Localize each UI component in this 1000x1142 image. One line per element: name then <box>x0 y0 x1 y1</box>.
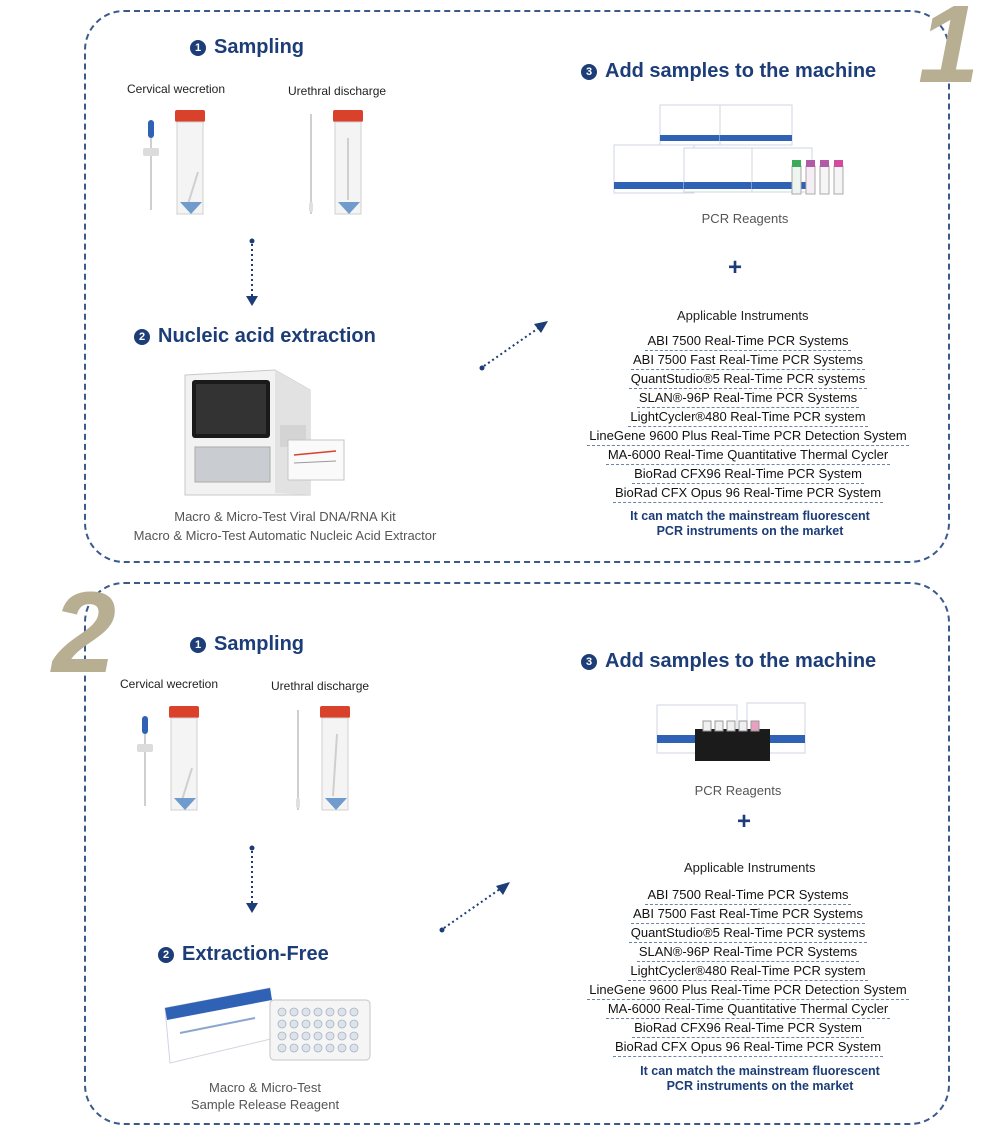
step-title: Sampling <box>214 36 305 58</box>
pcr-reagents-image <box>656 702 806 761</box>
instrument-item: QuantStudio®5 Real-Time PCR systems <box>628 924 868 943</box>
panel-2-number: 2 <box>52 569 116 697</box>
panel-2-caption-line-2: Sample Release Reagent <box>190 1097 340 1112</box>
step-number-badge: 2 <box>134 328 150 345</box>
instrument-item: ABI 7500 Fast Real-Time PCR Systems <box>631 351 865 370</box>
panel-2-note-line-1: It can match the mainstream fluorescent <box>640 1064 880 1078</box>
panel-1-step-3-heading: 3 Add samples to the machine <box>581 60 876 83</box>
urethral-sample-illustration <box>309 110 363 215</box>
label-urethral: Urethral discharge <box>271 679 370 693</box>
instrument-item: SLAN®-96P Real-Time PCR Systems <box>636 943 860 962</box>
panel-2-caption-line-1: Macro & Micro-Test <box>209 1080 321 1095</box>
instrument-item: LightCycler®480 Real-Time PCR system <box>628 408 868 427</box>
instrument-item: LightCycler®480 Real-Time PCR system <box>628 962 868 981</box>
flow-arrow-down <box>246 845 258 913</box>
panel-1-plus-icon: + <box>728 254 743 281</box>
label-urethral: Urethral discharge <box>288 84 387 98</box>
step-number-badge: 1 <box>190 39 206 56</box>
nucleic-acid-extractor-image <box>184 369 345 496</box>
instrument-item: BioRad CFX Opus 96 Real-Time PCR System <box>612 1038 884 1057</box>
panel-2-instruments-list: ABI 7500 Real-Time PCR Systems ABI 7500 … <box>548 886 948 1057</box>
instrument-item: QuantStudio®5 Real-Time PCR systems <box>628 370 868 389</box>
step-number-badge: 3 <box>581 63 597 80</box>
flow-arrow-down <box>246 238 258 306</box>
instrument-item: MA-6000 Real-Time Quantitative Thermal C… <box>605 446 891 465</box>
instrument-item: SLAN®-96P Real-Time PCR Systems <box>636 389 860 408</box>
instrument-item: BioRad CFX96 Real-Time PCR System <box>632 1019 864 1038</box>
panel-1-note-line-2: PCR instruments on the market <box>656 524 844 538</box>
step-number-badge: 1 <box>190 636 206 653</box>
panel-1 <box>84 10 950 563</box>
panel-2-reagents-label: PCR Reagents <box>694 783 782 798</box>
panel-1-instruments-title: Applicable Instruments <box>677 308 809 323</box>
sample-release-reagent-image <box>164 987 371 1064</box>
label-cervical: Cervical wecretion <box>127 82 226 96</box>
panel-1-step-1-heading: 1 Sampling <box>190 36 304 59</box>
step-number-badge: 3 <box>581 653 597 670</box>
instrument-item: BioRad CFX Opus 96 Real-Time PCR System <box>612 484 884 503</box>
panel-2-instruments-title: Applicable Instruments <box>684 860 816 875</box>
panel-2-note-line-2: PCR instruments on the market <box>666 1079 854 1093</box>
panel-2 <box>84 582 950 1125</box>
urethral-sample-illustration <box>296 706 350 811</box>
instrument-item: LineGene 9600 Plus Real-Time PCR Detecti… <box>587 981 909 1000</box>
panel-1-caption-line-1: Macro & Micro-Test Viral DNA/RNA Kit <box>174 509 396 524</box>
step-title: Sampling <box>214 633 305 655</box>
panel-1-instruments-list: ABI 7500 Real-Time PCR Systems ABI 7500 … <box>548 332 948 503</box>
flow-arrow-diagonal <box>439 882 510 933</box>
cervical-sample-illustration <box>143 110 205 215</box>
cervical-sample-illustration <box>137 706 199 811</box>
panel-1-step-2-heading: 2 Nucleic acid extraction <box>134 325 376 348</box>
step-title: Add samples to the machine <box>605 60 877 82</box>
flow-arrow-diagonal <box>479 321 548 371</box>
label-cervical: Cervical wecretion <box>120 677 219 691</box>
instrument-item: BioRad CFX96 Real-Time PCR System <box>632 465 864 484</box>
panel-1-caption-line-2: Macro & Micro-Test Automatic Nucleic Aci… <box>133 528 437 543</box>
step-title: Extraction-Free <box>182 943 329 965</box>
panel-1-number: 1 <box>918 0 980 106</box>
panel-1-note-line-1: It can match the mainstream fluorescent <box>630 509 870 523</box>
panel-2-step-3-heading: 3 Add samples to the machine <box>581 650 876 673</box>
instrument-item: MA-6000 Real-Time Quantitative Thermal C… <box>605 1000 891 1019</box>
step-number-badge: 2 <box>158 946 174 963</box>
panel-1-reagents-label: PCR Reagents <box>701 211 789 226</box>
instrument-item: ABI 7500 Real-Time PCR Systems <box>645 332 851 351</box>
pcr-reagents-image <box>613 104 844 195</box>
panel-2-plus-icon: + <box>737 808 752 835</box>
instrument-item: ABI 7500 Fast Real-Time PCR Systems <box>631 905 865 924</box>
panel-2-step-2-heading: 2 Extraction-Free <box>158 943 329 966</box>
step-title: Add samples to the machine <box>605 650 877 672</box>
instrument-item: LineGene 9600 Plus Real-Time PCR Detecti… <box>587 427 909 446</box>
step-title: Nucleic acid extraction <box>158 325 376 347</box>
panel-2-step-1-heading: 1 Sampling <box>190 633 304 656</box>
instrument-item: ABI 7500 Real-Time PCR Systems <box>645 886 851 905</box>
